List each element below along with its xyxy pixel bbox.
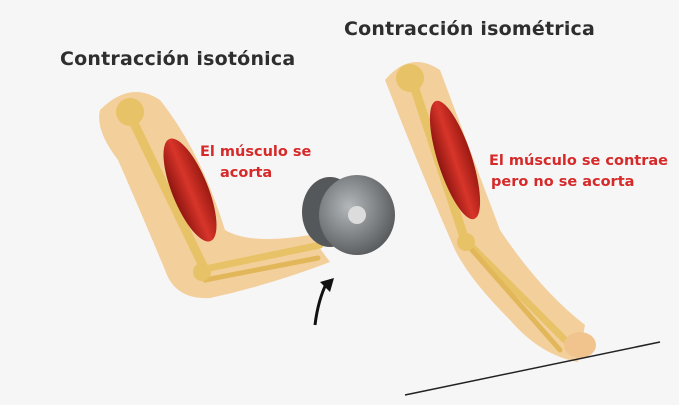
- fist: [564, 332, 596, 358]
- isotonic-arm: [99, 92, 330, 299]
- isometric-label: El músculo se contrae pero no se acorta: [489, 151, 668, 193]
- elbow-joint: [457, 233, 475, 251]
- forearm-bone: [461, 236, 569, 344]
- biceps-muscle: [429, 100, 481, 220]
- forearm-bone: [196, 241, 324, 274]
- upward-arrow-icon: [313, 281, 329, 326]
- isotonic-title: Contracción isotónica: [60, 48, 296, 70]
- arm-skin: [385, 62, 585, 362]
- isometric-title: Contracción isométrica: [344, 18, 596, 40]
- isometric-label-line2: pero no se acorta: [491, 174, 635, 190]
- isometric-arm: [385, 62, 596, 362]
- arm-skin: [99, 92, 330, 299]
- isotonic-label: El músculo se acorta: [200, 142, 311, 184]
- shoulder-joint: [396, 64, 424, 92]
- humerus-bone: [125, 110, 210, 275]
- shoulder-joint: [116, 98, 144, 126]
- isotonic-label-line1: El músculo se: [200, 144, 312, 160]
- fixed-bar: [404, 341, 661, 396]
- elbow-joint: [193, 263, 211, 281]
- dumbbell: [302, 175, 395, 255]
- isometric-label-line1: El músculo se contrae: [489, 153, 668, 169]
- isotonic-label-line2: acorta: [220, 165, 273, 181]
- biceps-muscle: [163, 138, 217, 242]
